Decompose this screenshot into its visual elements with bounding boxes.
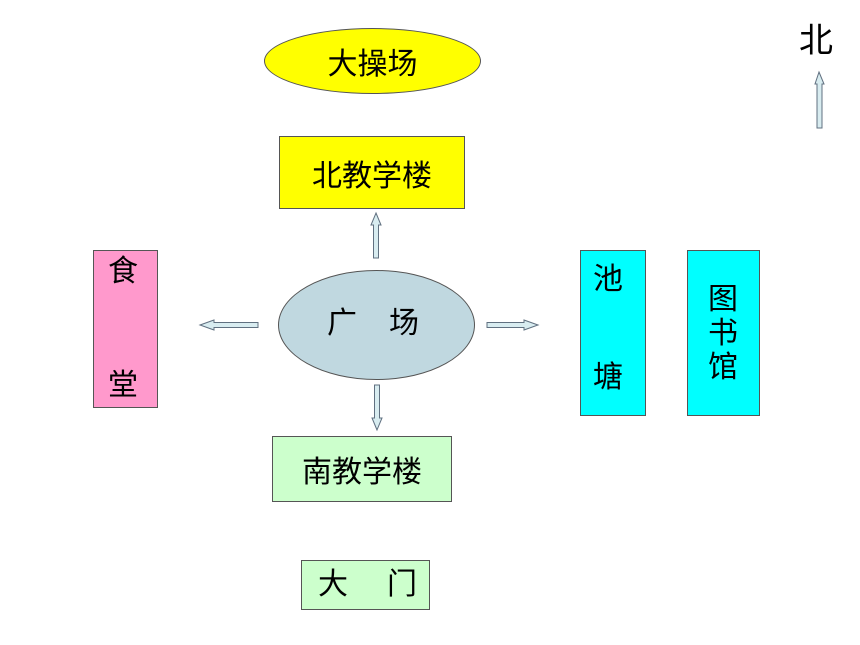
pond-label-bottom: 塘 bbox=[593, 360, 623, 395]
south-building-node: 南教学楼 bbox=[272, 436, 452, 502]
square-node: 广 场 bbox=[278, 270, 475, 380]
gate-node: 大 门 bbox=[301, 560, 430, 610]
gate-label-right: 门 bbox=[387, 567, 417, 602]
square-label-left: 广 bbox=[327, 306, 357, 341]
pond-node: 池 塘 bbox=[580, 250, 646, 416]
north-compass-arrow bbox=[814, 70, 825, 129]
library-label-2: 书 bbox=[708, 316, 738, 351]
square-label-right: 场 bbox=[389, 306, 419, 341]
canteen-label-top: 食 bbox=[108, 254, 138, 289]
library-label-1: 图 bbox=[708, 282, 738, 317]
north-building-label: 北教学楼 bbox=[312, 158, 432, 194]
arrow-to-north-building bbox=[370, 211, 382, 259]
library-node: 图 书 馆 bbox=[687, 250, 760, 416]
pond-label-top: 池 bbox=[593, 262, 623, 297]
canteen-node: 食 堂 bbox=[93, 250, 158, 408]
playground-label: 大操场 bbox=[327, 47, 418, 82]
playground-node: 大操场 bbox=[264, 28, 481, 94]
north-building-node: 北教学楼 bbox=[279, 136, 465, 209]
arrow-to-pond bbox=[486, 319, 540, 331]
arrow-to-canteen bbox=[198, 319, 259, 331]
canteen-label-bottom: 堂 bbox=[108, 368, 138, 403]
arrow-to-south-building bbox=[371, 384, 383, 432]
library-label-3: 馆 bbox=[708, 350, 738, 385]
north-compass-label: 北 bbox=[799, 21, 833, 61]
south-building-label: 南教学楼 bbox=[302, 455, 422, 490]
gate-label-left: 大 bbox=[318, 567, 348, 602]
